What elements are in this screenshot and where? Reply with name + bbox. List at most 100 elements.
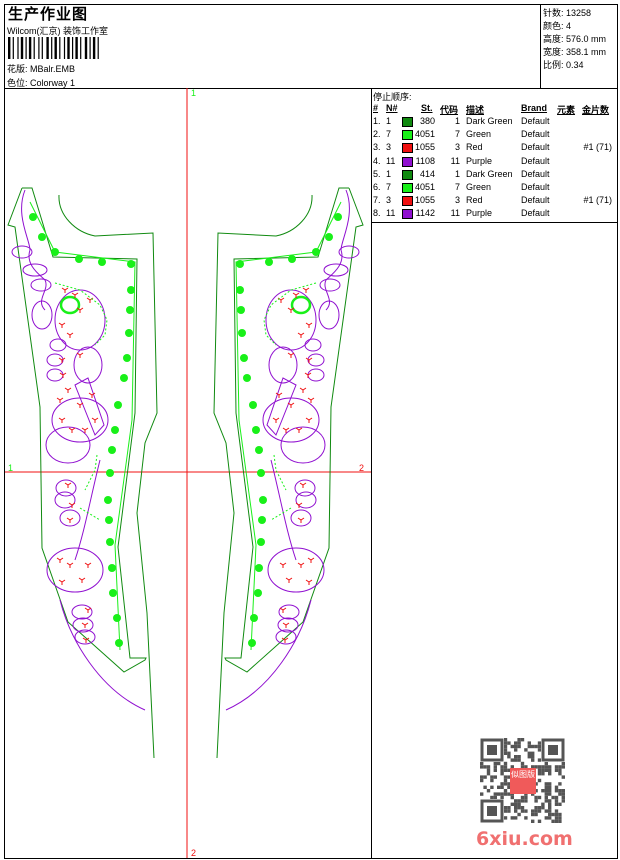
run-line [235, 201, 342, 651]
stop-row: 7. 3 1055 3 Red Default #1 (71) [372, 195, 618, 208]
satin-motif [106, 538, 114, 546]
company-name: Wilcom(汇京) 装饰工作室 [7, 26, 108, 36]
qr-module [510, 792, 514, 796]
row-needle: 3 [386, 195, 392, 206]
row-description: Dark Green [466, 168, 513, 179]
satin-motif [108, 446, 116, 454]
qr-module [514, 806, 518, 810]
barcode-bar [33, 37, 35, 59]
qr-finder [480, 738, 504, 762]
qr-module [548, 785, 552, 789]
barcode-bar [89, 37, 91, 59]
color-swatch [402, 169, 413, 180]
row-needle: 1 [386, 168, 392, 179]
stop-row: 5. 1 414 1 Dark Green Default [372, 169, 618, 182]
qr-module [548, 768, 552, 772]
red-spike [64, 387, 72, 393]
qr-module [490, 795, 494, 800]
col-num: # [373, 103, 379, 113]
red-spike [76, 402, 84, 408]
qr-module [490, 785, 494, 789]
red-spike [81, 622, 89, 628]
row-brand: Default [521, 116, 550, 126]
satin-motif [325, 233, 333, 241]
panel-divider [371, 88, 372, 859]
qr-module [558, 812, 562, 817]
qr-module [507, 755, 511, 759]
stop-row: 6. 7 4051 7 Green Default [372, 182, 618, 195]
qr-module [493, 761, 497, 766]
purple-loop [280, 426, 326, 464]
qr-module [503, 765, 508, 769]
row-stitches: 1108 [415, 155, 435, 166]
red-spike [305, 322, 313, 328]
marker-v-bottom: 2 [191, 848, 196, 858]
qr-module [531, 758, 535, 762]
qr-module [514, 758, 518, 762]
qr-module [524, 792, 528, 796]
qr-module [500, 772, 504, 776]
col-element: 元素 [557, 105, 576, 115]
qr-module [514, 741, 518, 745]
qr-module [517, 741, 521, 745]
qr-module [520, 799, 525, 803]
row-code: 3 [454, 142, 460, 153]
barcode-bar [75, 37, 78, 59]
row-code: 3 [454, 195, 460, 206]
qr-module [486, 772, 491, 776]
row-num: 4. [373, 155, 381, 166]
satin-motif [127, 286, 135, 294]
qr-module [524, 765, 528, 769]
red-spike [64, 482, 72, 488]
satin-motif [238, 329, 246, 337]
qr-module [544, 795, 548, 800]
row-num: 3. [373, 142, 381, 153]
qr-module [497, 761, 501, 766]
col-needle: N# [386, 103, 398, 113]
red-spike [305, 579, 313, 585]
barcode-bar [20, 37, 24, 59]
qr-module [503, 748, 508, 752]
purple-panel [74, 377, 105, 436]
qr-module [558, 789, 562, 793]
seal-stamp: 似图版 [510, 768, 536, 794]
red-spike [305, 357, 313, 363]
purple-loop [307, 368, 325, 382]
qr-module [548, 765, 552, 769]
qr-module [554, 768, 559, 772]
qr-module [561, 795, 565, 800]
barcode-bar [54, 37, 57, 59]
qr-module [537, 778, 542, 783]
barcode [8, 37, 99, 59]
satin-motif [125, 329, 133, 337]
red-spike [56, 397, 64, 403]
row-num: 1. [373, 116, 381, 126]
qr-module [517, 806, 521, 810]
row-stitches: 1142 [415, 208, 435, 219]
row-num: 2. [373, 129, 381, 140]
qr-module [558, 819, 562, 823]
purple-loop [74, 629, 96, 645]
qr-module [486, 789, 491, 793]
color-count: 颜色: 4 [543, 21, 572, 31]
qr-module [534, 782, 538, 786]
satin-motif [254, 589, 262, 597]
row-needle: 11 [386, 208, 396, 219]
color-swatch [402, 143, 413, 154]
red-spike [307, 397, 315, 403]
qr-module [554, 799, 559, 803]
qr-module [503, 782, 508, 786]
purple-loop [45, 426, 91, 464]
design-scale: 比例: 0.34 [543, 60, 584, 70]
qr-module [548, 816, 552, 820]
green-edging [263, 282, 317, 521]
qr-module [548, 809, 552, 813]
qr-module [527, 751, 531, 755]
qr-finder [480, 799, 504, 823]
red-spike [56, 557, 64, 563]
red-spike [91, 417, 99, 423]
qr-module [514, 799, 518, 803]
qr-module [554, 789, 559, 793]
qr-module [514, 744, 518, 749]
